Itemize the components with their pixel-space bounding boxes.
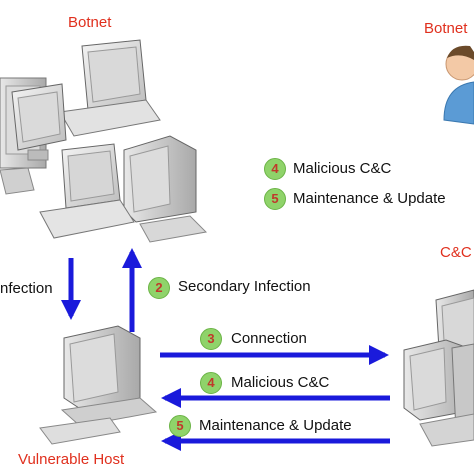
- step-badge-5: 5: [169, 415, 191, 437]
- arrows: [61, 248, 390, 451]
- malicious-cc-label: Malicious C&C: [231, 374, 330, 391]
- step-badge-4: 4: [200, 372, 222, 394]
- step-badge-3: 3: [200, 328, 222, 350]
- step-badge-4: 4: [264, 158, 286, 180]
- maintenance-update-label: Maintenance & Update: [199, 417, 352, 434]
- server-icon: [451, 343, 474, 433]
- legend-maintenance-update-label: Maintenance & Update: [293, 190, 446, 207]
- vulnerable-host-label: Vulnerable Host: [18, 451, 125, 468]
- laptop-icon: [59, 39, 161, 137]
- connection-label: Connection: [231, 330, 307, 347]
- secondary-infection-label: Secondary Infection: [178, 278, 311, 295]
- legend-malicious-cc-label: Malicious C&C: [293, 160, 392, 177]
- vulnerable-host-computer: [39, 325, 158, 445]
- step-badge-5: 5: [264, 188, 286, 210]
- cc-server-cluster: [403, 289, 474, 447]
- person-icon: [443, 45, 474, 125]
- desktop-computer-icon: [123, 135, 208, 243]
- botnet-left-cluster: [0, 39, 208, 243]
- infection-label: nfection: [0, 280, 53, 297]
- botnet-right-label: Botnet: [424, 20, 468, 37]
- cc-label: C&C: [440, 244, 472, 261]
- step-badge-2: 2: [148, 277, 170, 299]
- laptop-icon: [39, 143, 135, 239]
- desktop-computer-icon: [11, 83, 67, 161]
- botnet-left-label: Botnet: [68, 14, 112, 31]
